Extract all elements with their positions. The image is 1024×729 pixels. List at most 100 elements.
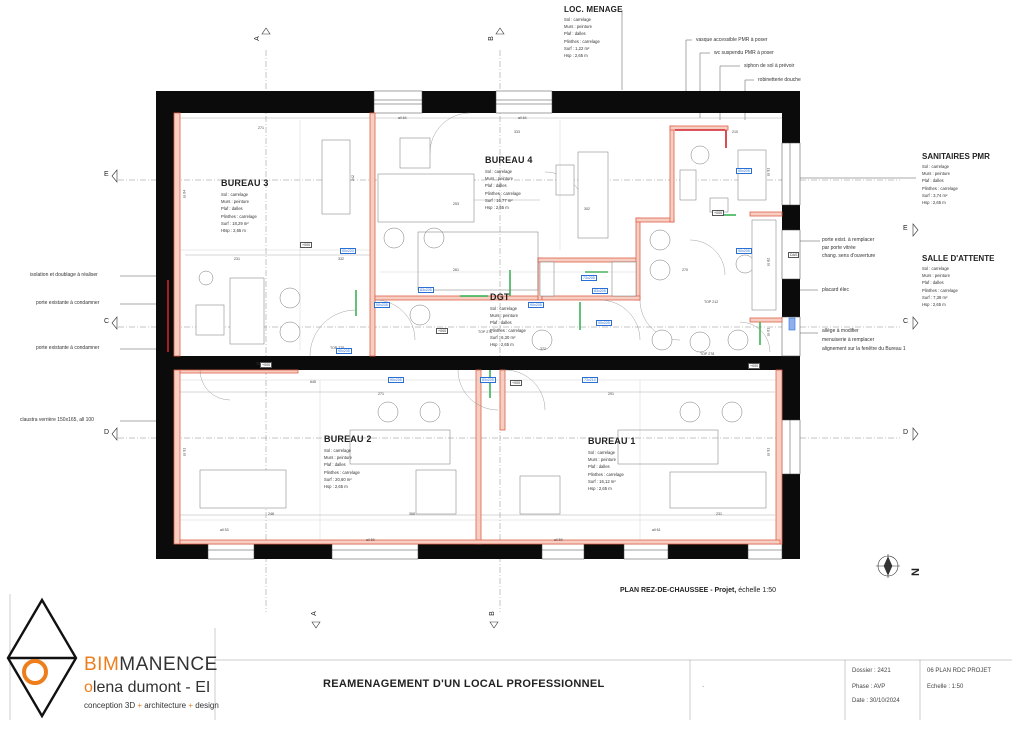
level-tag: +000 (510, 380, 523, 386)
author-rest: lena dumont - EI (92, 679, 211, 696)
dimension-label: 270 (682, 268, 688, 272)
dimension-label: all 59 (366, 538, 375, 542)
dimension-label: 332 (338, 257, 344, 261)
dimension-label: all 59 (554, 538, 563, 542)
room-title: SANITAIRES PMR (922, 152, 990, 161)
dimension-label: ss 91 (766, 167, 771, 177)
room-loc-menage: LOC. MENAGE Sol : carrelage Murs : peint… (564, 5, 623, 59)
spec-line: Murs : peinture (485, 176, 513, 182)
door-tag: 90x205 (528, 302, 544, 308)
spec-line: Plinthes : carrelage (922, 185, 958, 191)
door-tag: 90x205 (736, 168, 752, 174)
author-initial: o (84, 679, 93, 696)
tagline-part: conception 3D (84, 701, 136, 710)
dimension-label: 271 (258, 126, 264, 130)
spec-line: Plinthes : carrelage (221, 213, 257, 219)
spec-line: Murs : peinture (324, 455, 352, 461)
spec-line: Htsp : 2,65 m (221, 228, 246, 234)
tagline-separator: + (137, 701, 143, 710)
room-specs: Sol : carrelage Murs : peinture Plaf : d… (485, 168, 533, 211)
door-tag: 73x205 (581, 275, 597, 281)
dimension-label: 645 (310, 380, 316, 384)
door-tag: 90x205 (388, 377, 404, 383)
dimension-label: TOP 276 (478, 330, 493, 334)
spec-line: Plinthes : carrelage (588, 471, 624, 477)
note-claustra: claustra verrière 150x165, all 100 (20, 417, 94, 423)
dimension-label: all 64 (518, 116, 527, 120)
spec-line: Sol : carrelage (485, 169, 512, 174)
room-specs: Sol : carrelage Murs : peinture Plaf : d… (221, 191, 269, 234)
door-tag: 83x205 (592, 288, 608, 294)
tagline-separator: + (188, 701, 193, 710)
dimension-label: 242 (351, 175, 355, 181)
spec-line: Plaf : dalles (324, 462, 346, 468)
date-label: Date : 30/10/2024 (852, 698, 900, 704)
spec-line: Murs : peinture (922, 171, 950, 177)
door-tag: 90x220 (340, 248, 356, 254)
note-robinetterie: robinetterie douche (758, 77, 801, 83)
tagline-part: design (195, 701, 219, 710)
spec-line: Murs : peinture (221, 199, 249, 205)
plan-caption: PLAN REZ-DE-CHAUSSEE - Projet, échelle 1… (620, 587, 776, 594)
spec-line: Plinthes : carrelage (485, 190, 521, 196)
dimension-label: 231 (716, 512, 722, 516)
plan-caption-scale: échelle 1:50 (736, 587, 776, 594)
spec-line: Sol : carrelage (588, 450, 615, 455)
new-partitions (173, 112, 783, 545)
brand-logo (6, 597, 78, 719)
note-porte-remplacer-1: porte exist. à remplacer (822, 237, 875, 243)
spec-line: Sol : carrelage (490, 306, 517, 311)
note-vasque: vasque accessible PMR à poser (696, 37, 768, 43)
room-dgt: DGT Sol : carrelage Murs : peinture Plaf… (490, 292, 526, 348)
room-bureau-3: BUREAU 3 Sol : carrelage Murs : peinture… (221, 178, 269, 234)
dimension-label: ss 91 (182, 447, 187, 457)
level-tag: +000 (300, 242, 313, 248)
spec-line: Surf : 1,22 m² (564, 45, 590, 51)
dimension-label: all 61 (652, 528, 661, 532)
brand-tagline: conception 3D + architecture + design (84, 701, 219, 710)
das-tag: DAS (788, 252, 800, 258)
level-tag: +000 (436, 328, 449, 334)
tagline-part: architecture (144, 701, 187, 710)
section-label-d-right: D (903, 429, 909, 436)
note-porte-remplacer-3: chang. sens d'ouverture (822, 253, 876, 259)
room-bureau-2: BUREAU 2 Sol : carrelage Murs : peinture… (324, 434, 372, 490)
room-sanitaires-pmr: SANITAIRES PMR Sol : carrelage Murs : pe… (922, 152, 990, 206)
spec-line: Surf : 18,29 m² (221, 220, 249, 226)
spec-line: Plaf : dalles (922, 280, 944, 286)
spec-line: Hsp : 2,65 m (485, 205, 509, 211)
plan-caption-title: PLAN REZ-DE-CHAUSSEE - Projet, (620, 587, 737, 594)
spec-line: Sol : carrelage (922, 164, 949, 169)
note-placard-elec: placard élec (822, 287, 849, 293)
spec-line: Surf : 7,38 m² (922, 294, 948, 300)
spec-line: Plaf : dalles (485, 183, 507, 189)
brand-name: BIMMANENCE (84, 654, 218, 676)
spec-line: Plaf : dalles (221, 206, 243, 212)
spec-line: Sol : carrelage (324, 448, 351, 453)
dimension-label: all 53 (220, 528, 229, 532)
room-specs: Sol : carrelage Murs : peinture Plaf : d… (490, 305, 526, 348)
spec-line: Surf : 6,30 m² (490, 334, 516, 340)
north-label: N (909, 568, 922, 576)
spec-line: Plaf : dalles (490, 320, 512, 326)
dimension-label: 231 (234, 257, 240, 261)
door-tag: 83x205 (480, 377, 496, 383)
spec-line: Surf : 16,12 m² (588, 478, 616, 484)
dimension-label: 302 (584, 207, 590, 211)
section-label-c-left: C (104, 318, 110, 325)
dimension-label: TOP 212 (704, 300, 719, 304)
spec-line: Hsp : 2,65 m (922, 200, 946, 206)
room-title: BUREAU 3 (221, 178, 269, 188)
note-allege-3: alignement sur la fenêtre du Bureau 1 (822, 346, 906, 352)
dimension-label: ss 91 (766, 447, 771, 457)
spec-line: Hsp : 2,65 m (324, 484, 348, 490)
door-tag: 83x205 (418, 287, 434, 293)
spec-line: Plinthes : carrelage (564, 38, 600, 44)
section-label-b-top: B (487, 36, 495, 41)
note-allege-2: menuiserie à remplacer (822, 337, 875, 343)
room-bureau-4: BUREAU 4 Sol : carrelage Murs : peinture… (485, 155, 533, 211)
room-bureau-1: BUREAU 1 Sol : carrelage Murs : peinture… (588, 436, 636, 492)
section-label-e-left: E (104, 171, 109, 178)
project-title: REAMENAGEMENT D'UN LOCAL PROFESSIONNEL (323, 678, 605, 690)
